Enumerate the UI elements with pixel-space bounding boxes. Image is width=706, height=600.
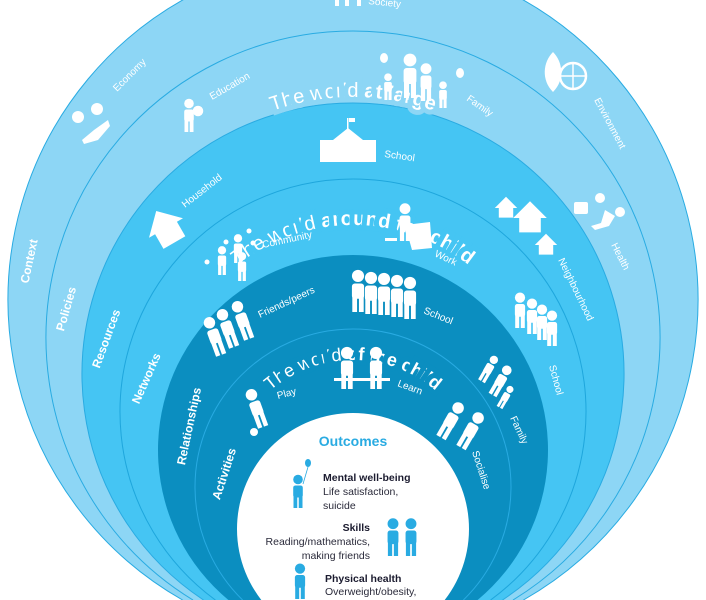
- outcome-mental-wellbeing-heading: Mental well-being: [323, 472, 411, 484]
- ring-divider-relationships-activities: [194, 328, 512, 600]
- environment-icon: [544, 52, 588, 92]
- outcome-mental-wellbeing-line: Life satisfaction,: [323, 486, 398, 498]
- family-icon: [380, 53, 464, 108]
- school-building-icon: [320, 118, 376, 162]
- outcome-physical-health-line: Overweight/obesity,: [325, 586, 416, 598]
- mental-wellbeing-icon: [293, 459, 311, 508]
- play-icon: [244, 387, 269, 436]
- outcomes-title: Outcomes: [319, 433, 388, 449]
- society-icon: [335, 0, 361, 6]
- learn-icon: [334, 346, 390, 389]
- outcome-skills-line: making friends: [302, 550, 370, 562]
- outcome-skills-heading: Skills: [343, 522, 371, 534]
- ring-divider-context-policies: [45, 30, 661, 600]
- label-school-around: School: [384, 149, 416, 164]
- ring-world-around-child-outline: [81, 102, 625, 600]
- outcome-mental-wellbeing-line: suicide: [323, 500, 356, 512]
- label-society: Society: [368, 0, 402, 10]
- outcome-skills-line: Reading/mathematics,: [266, 536, 370, 548]
- education-icon: [184, 98, 204, 132]
- work-icon: [385, 203, 432, 250]
- health-icon: [574, 193, 625, 230]
- ring-divider-resources-networks: [119, 178, 587, 600]
- label-play: Play: [276, 386, 298, 402]
- economy-icon: [72, 103, 110, 144]
- community-icon: [204, 228, 256, 281]
- ring-world-at-large-outline: [7, 0, 699, 600]
- outcome-physical-health-heading: Physical health: [325, 573, 401, 585]
- outcomes-circle: [237, 412, 469, 600]
